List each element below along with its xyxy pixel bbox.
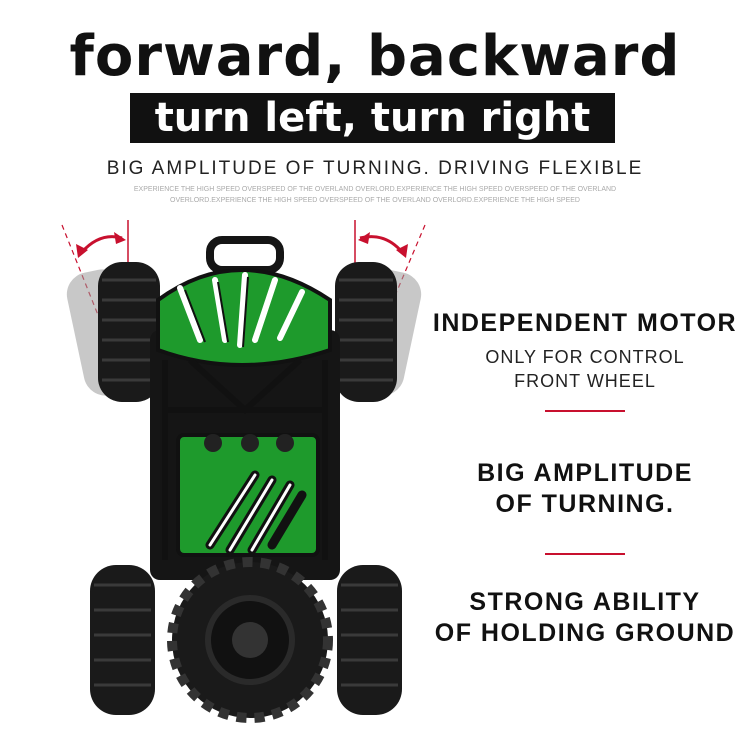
rc-car-top-view-icon	[61, 220, 426, 723]
feature-holding-ground: STRONG ABILITY OF HOLDING GROUND	[420, 587, 750, 649]
feature-title-line: OF HOLDING GROUND	[434, 619, 736, 647]
rear-wheel-right	[337, 565, 402, 715]
feature-title-line: BIG AMPLITUDE	[477, 459, 693, 487]
feature-title-line: STRONG ABILITY	[469, 588, 701, 616]
subhead-banner: turn left, turn right	[130, 93, 615, 143]
divider	[545, 553, 625, 555]
divider	[545, 410, 625, 412]
feature-subtitle-line: FRONT WHEEL	[514, 371, 656, 391]
fine-print: EXPERIENCE THE HIGH SPEED OVERSPEED OF T…	[133, 186, 617, 204]
feature-big-amplitude: BIG AMPLITUDE OF TURNING.	[430, 458, 740, 520]
rear-wheel-left	[90, 565, 155, 715]
feature-title: INDEPENDENT MOTOR	[432, 309, 738, 337]
headline: forward, backward	[69, 24, 681, 89]
green-rear-deck	[176, 433, 320, 557]
front-wheel-right	[335, 262, 397, 402]
spare-tire	[167, 557, 333, 723]
feature-independent-motor: INDEPENDENT MOTOR ONLY FOR CONTROL FRONT…	[430, 308, 740, 393]
tagline: BIG AMPLITUDE OF TURNING. DRIVING FLEXIB…	[106, 158, 644, 179]
feature-title-line: OF TURNING.	[495, 490, 675, 518]
feature-subtitle-line: ONLY FOR CONTROL	[485, 347, 685, 367]
green-hood	[156, 268, 332, 367]
front-wheel-left	[98, 262, 160, 402]
